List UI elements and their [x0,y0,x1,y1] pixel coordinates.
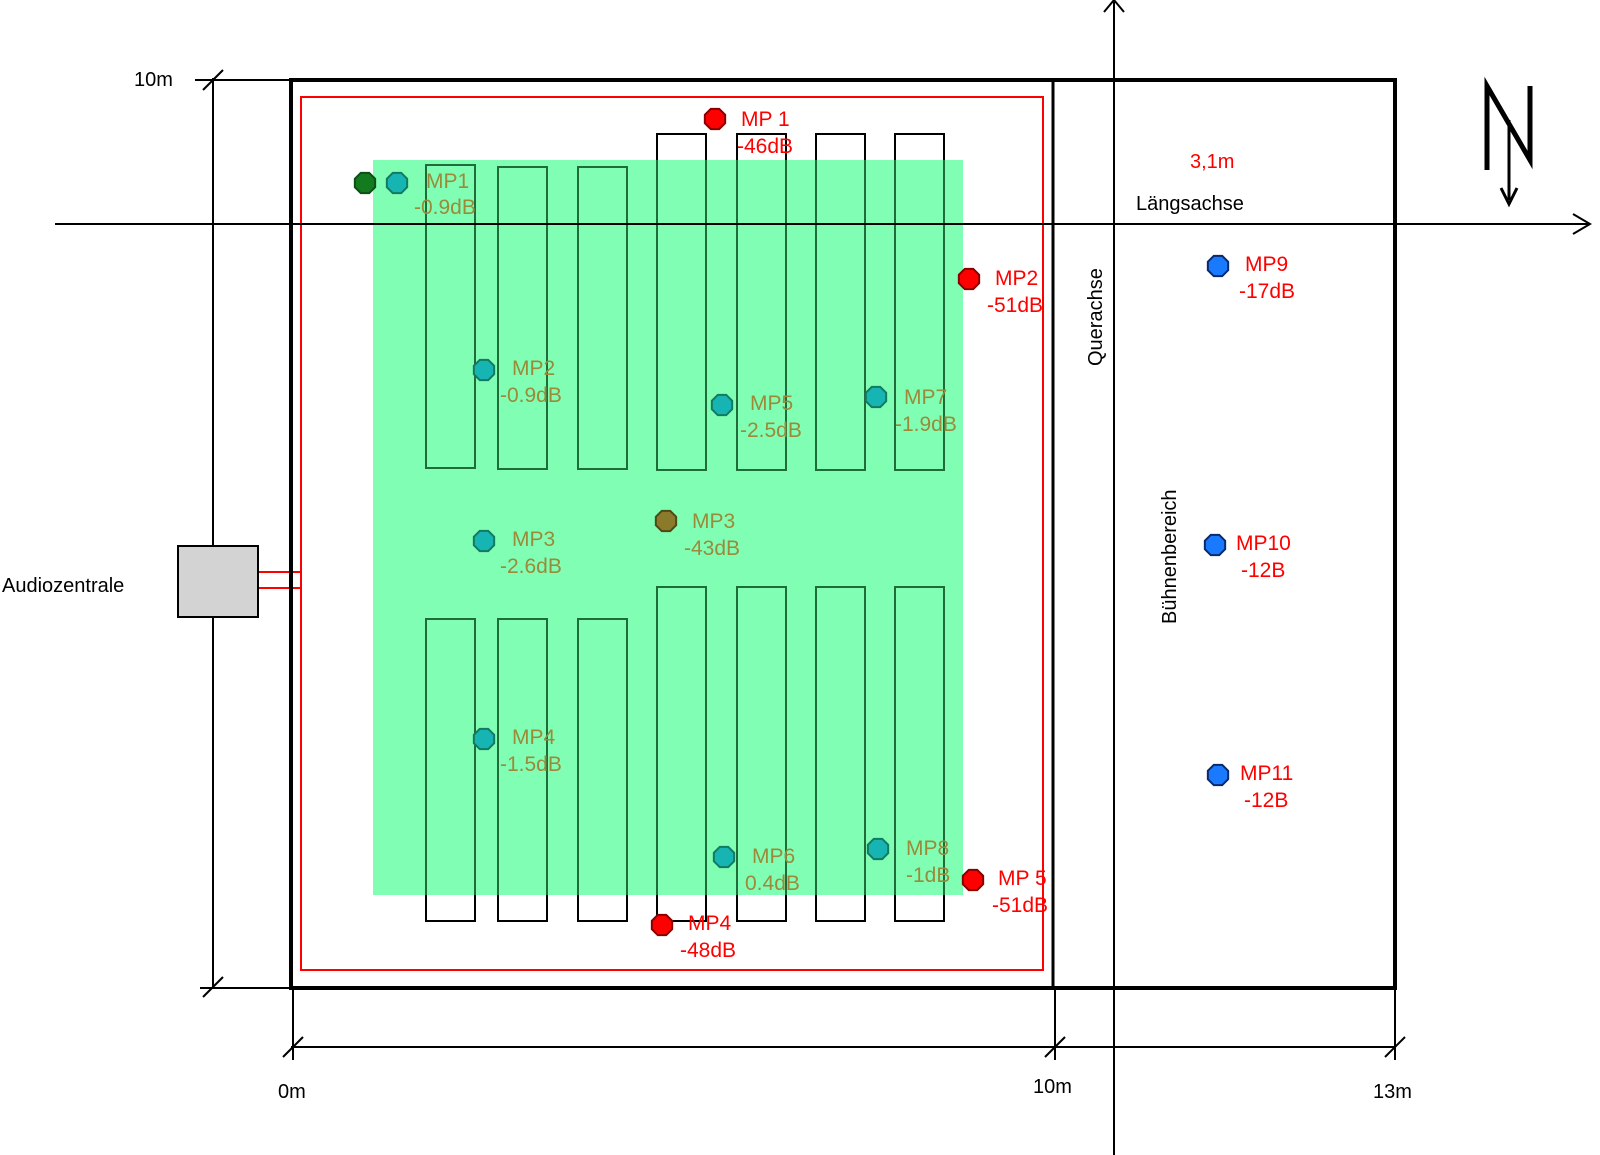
mp-value: -51dB [987,294,1043,317]
measurement-marker [957,267,981,291]
measurement-marker [654,509,678,533]
mp-value: -12B [1244,789,1288,812]
mp-value: -1.5dB [500,753,562,776]
seat-row-top-edges [656,133,945,160]
mp-label: MP3 [512,528,555,551]
mp-label: MP11 [1240,762,1293,785]
seat-row-bottom-edges [425,895,945,922]
mp-label: MP6 [752,845,795,868]
dim-label-zero: 0m [278,1081,306,1103]
measurement-marker-outer-green [353,171,377,195]
measurement-marker [1206,763,1230,787]
mp-value: -2.6dB [500,555,562,578]
mp-label: MP1 [426,170,469,193]
mp-label: MP9 [1245,253,1288,276]
mp-value: -1.9dB [895,413,957,436]
dim-label-height: 10m [134,69,173,91]
measurement-marker [650,913,674,937]
mp-value: -51dB [992,894,1048,917]
audio-central-label: Audiozentrale [2,575,124,597]
mp-value: -43dB [684,537,740,560]
measurement-marker [1206,254,1230,278]
measurement-marker [961,868,985,892]
mp-label: MP4 [688,912,732,935]
loop-wire [300,96,1044,971]
seating-rows-bottom [425,586,945,922]
seat-row [425,164,476,469]
measurement-points-stage: MP9 -17dB MP10 -12B MP11 -12B [1203,253,1295,812]
transverse-axis-arrow [1103,0,1125,13]
mp-value: -17dB [1239,280,1295,303]
mp-value: -2.5dB [740,419,802,442]
mp-value: -0.9dB [500,384,562,407]
measurement-marker [1203,533,1227,557]
measurement-marker [472,358,496,382]
audio-central-box [177,545,259,618]
seat-row [577,166,628,470]
mp-label: MP8 [906,837,949,860]
measurement-marker [472,727,496,751]
measurement-marker [385,171,409,195]
measurement-points-outside: MP 1 -46dB MP2 -51dB MP3 -43dB MP4 -48dB… [650,107,1048,962]
seat-row [497,166,548,470]
stage-area-label: Bühnenbereich [1159,489,1181,624]
measurement-marker [864,385,888,409]
mp-label: MP2 [512,357,555,380]
mp-label: MP 1 [741,108,790,131]
mp-value: 0.4dB [745,872,800,895]
dimension-vertical [195,69,291,998]
dim-label-ten: 10m [1033,1076,1072,1098]
mp-label: MP3 [692,510,735,533]
measurement-marker [712,845,736,869]
longitudinal-axis-label: Längsachse [1136,193,1244,215]
dim-label-thirteen: 13m [1373,1081,1412,1103]
measurement-points-inside: MP1 -0.9dB MP2 -0.9dB MP3 -2.6dB MP4 -1.… [353,170,957,895]
longitudinal-axis-arrow [1572,213,1592,235]
seating-rows-top-right [656,133,945,471]
mp-label: MP4 [512,726,556,749]
seating-rows-top [425,164,628,470]
mp-label: MP 5 [998,867,1047,890]
dimension-horizontal [282,988,1406,1060]
measurement-marker [710,393,734,417]
hall-outline [289,78,1397,990]
stage-depth-label: 3,1m [1190,151,1234,173]
measurement-marker [703,107,727,131]
mp-value: -46dB [737,135,793,158]
mp-value: -12B [1241,559,1285,582]
mp-value: -0.9dB [414,196,476,219]
transverse-axis-label: Querachse [1085,268,1107,366]
mp-label: MP10 [1236,532,1291,555]
mp-label: MP2 [995,267,1038,290]
mp-label: MP5 [750,392,793,415]
mp-value: -48dB [680,939,736,962]
mp-value: -1dB [906,864,950,887]
mp-label: MP7 [904,386,947,409]
north-arrow-icon [1484,76,1533,208]
measurement-marker [866,837,890,861]
measurement-marker [472,529,496,553]
